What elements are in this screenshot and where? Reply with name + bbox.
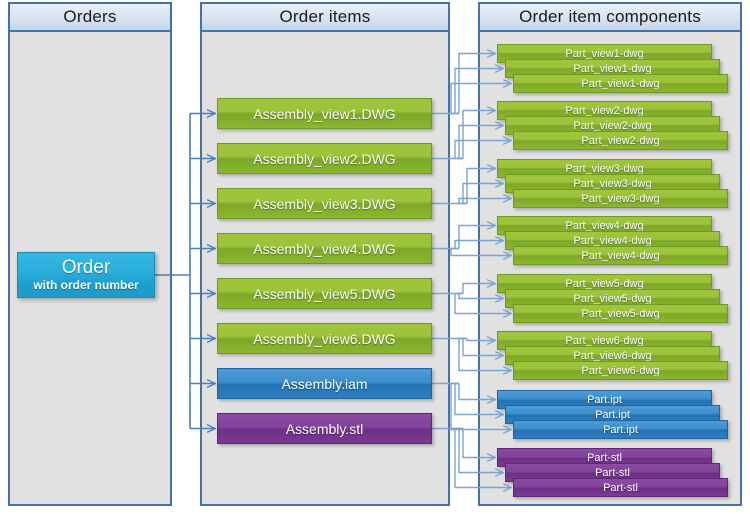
component-card[interactable]: Part_view4-dwg: [505, 231, 720, 250]
order-item-label: Assembly_view6.DWG: [253, 330, 396, 347]
component-card-label: Part_view4-dwg: [581, 249, 660, 262]
component-card-label: Part_view2-dwg: [565, 104, 644, 117]
component-card[interactable]: Part_view5-dwg: [505, 289, 720, 308]
component-card-label: Part_view3-dwg: [573, 177, 652, 190]
component-card-label: Part_view3-dwg: [565, 162, 644, 175]
order-item-node[interactable]: Assembly_view1.DWG: [217, 98, 432, 129]
component-card-label: Part_view5-dwg: [581, 307, 660, 320]
column-title: Order items: [279, 7, 371, 26]
order-item-label: Assembly_view4.DWG: [253, 240, 396, 257]
component-card[interactable]: Part_view2-dwg: [513, 131, 728, 150]
component-card[interactable]: Part_view3-dwg: [513, 189, 728, 208]
order-item-node[interactable]: Assembly_view4.DWG: [217, 233, 432, 264]
component-card-label: Part_view2-dwg: [581, 134, 660, 147]
order-title: Order: [61, 257, 111, 278]
component-card[interactable]: Part_view3-dwg: [505, 174, 720, 193]
component-card-label: Part-stl: [595, 466, 630, 479]
order-item-label: Assembly_view3.DWG: [253, 195, 396, 212]
component-card-label: Part_view6-dwg: [565, 334, 644, 347]
column-header-order-item-components: Order item components: [478, 2, 742, 32]
column-header-order-items: Order items: [200, 2, 450, 32]
order-item-node[interactable]: Assembly.stl: [217, 413, 432, 444]
order-subtitle: with order number: [33, 278, 139, 292]
component-card-label: Part_view5-dwg: [565, 277, 644, 290]
column-title: Order item components: [519, 7, 701, 26]
component-card[interactable]: Part-stl: [513, 478, 728, 497]
order-item-label: Assembly.stl: [285, 420, 364, 437]
order-item-node[interactable]: Assembly_view6.DWG: [217, 323, 432, 354]
component-card[interactable]: Part_view2-dwg: [505, 116, 720, 135]
component-card-label: Part.ipt: [587, 393, 622, 406]
component-card[interactable]: Part_view4-dwg: [513, 246, 728, 265]
component-card-label: Part_view1-dwg: [581, 77, 660, 90]
component-card[interactable]: Part_view5-dwg: [513, 304, 728, 323]
component-card-label: Part_view1-dwg: [565, 47, 644, 60]
order-item-node[interactable]: Assembly_view5.DWG: [217, 278, 432, 309]
column-header-orders: Orders: [8, 2, 172, 32]
component-card-label: Part.ipt: [603, 423, 638, 436]
component-card-label: Part_view4-dwg: [573, 234, 652, 247]
component-card[interactable]: Part_view6-dwg: [513, 361, 728, 380]
component-card[interactable]: Part_view1-dwg: [497, 44, 712, 63]
order-item-label: Assembly_view2.DWG: [253, 150, 396, 167]
order-node[interactable]: Order with order number: [17, 252, 155, 298]
component-card-label: Part_view6-dwg: [573, 349, 652, 362]
component-card-label: Part.ipt: [595, 408, 630, 421]
component-card-label: Part-stl: [603, 481, 638, 494]
column-title: Orders: [63, 7, 117, 26]
order-item-node[interactable]: Assembly_view2.DWG: [217, 143, 432, 174]
order-item-node[interactable]: Assembly.iam: [217, 368, 432, 399]
order-item-label: Assembly_view5.DWG: [253, 285, 396, 302]
component-card[interactable]: Part.ipt: [513, 420, 728, 439]
component-card[interactable]: Part_view3-dwg: [497, 159, 712, 178]
component-card-label: Part_view4-dwg: [565, 219, 644, 232]
component-card[interactable]: Part_view4-dwg: [497, 216, 712, 235]
order-item-label: Assembly.iam: [281, 375, 368, 392]
component-card-label: Part-stl: [587, 451, 622, 464]
component-card-label: Part_view3-dwg: [581, 192, 660, 205]
order-item-node[interactable]: Assembly_view3.DWG: [217, 188, 432, 219]
component-card[interactable]: Part.ipt: [505, 405, 720, 424]
component-card[interactable]: Part_view1-dwg: [505, 59, 720, 78]
order-item-label: Assembly_view1.DWG: [253, 105, 396, 122]
component-card-label: Part_view6-dwg: [581, 364, 660, 377]
component-card-label: Part_view1-dwg: [573, 62, 652, 75]
component-card-label: Part_view5-dwg: [573, 292, 652, 305]
component-card-label: Part_view2-dwg: [573, 119, 652, 132]
component-card[interactable]: Part_view1-dwg: [513, 74, 728, 93]
